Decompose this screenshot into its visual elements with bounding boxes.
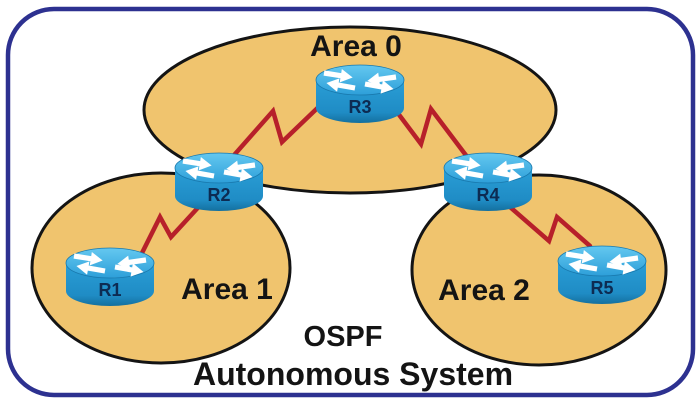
router-r5-label: R5 (590, 278, 613, 298)
area-0-label: Area 0 (310, 30, 402, 63)
area-1-label: Area 1 (181, 273, 273, 306)
router-r4: R4 (444, 153, 532, 211)
diagram-title-line1: OSPF (304, 321, 383, 353)
router-r4-label: R4 (476, 185, 499, 205)
link-r4-r5 (499, 197, 593, 249)
area-2-label: Area 2 (438, 274, 530, 307)
link-r3-r4 (382, 93, 471, 161)
link-r2-r3 (225, 93, 333, 165)
router-r2: R2 (175, 153, 263, 211)
router-r3-label: R3 (348, 97, 371, 117)
router-r3: R3 (316, 65, 404, 123)
router-r2-label: R2 (207, 185, 230, 205)
router-r5: R5 (558, 246, 646, 304)
diagram-title-line2: Autonomous System (193, 356, 513, 392)
router-r1-label: R1 (98, 280, 121, 300)
router-r1: R1 (66, 248, 154, 306)
autonomous-system-border (5, 6, 696, 398)
area-2-ellipse (410, 173, 668, 367)
link-r1-r2 (139, 197, 208, 256)
area-1-ellipse (30, 171, 292, 365)
